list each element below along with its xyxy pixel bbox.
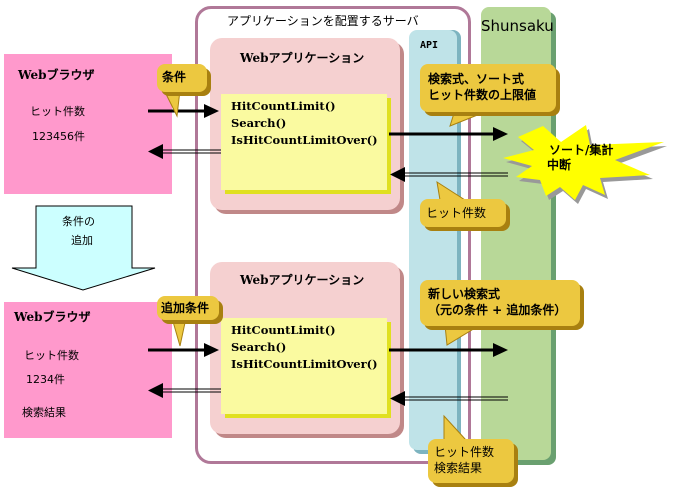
bottom-response-bubble-tail [443,414,468,441]
bottom-request-line1: 新しい検索式 [428,287,501,301]
add-condition-arrow [11,205,156,291]
top-request-line2: ヒット件数の上限値 [428,88,537,102]
top-request-arrow-browser-to-app [148,104,219,118]
interrupt-burst [503,125,664,200]
bottom-response-line1: ヒット件数 [434,445,495,459]
bottom-condition-bubble-tail [171,317,187,347]
method-search: Search() [231,340,287,354]
bottom-request-arrow-app-to-shunsaku [389,343,508,357]
top-browser-panel: Webブラウザ ヒット件数 123456件 [4,54,172,194]
top-response-text: ヒット件数 [426,206,487,220]
top-request-arrow-app-to-shunsaku [389,127,508,141]
method-ishitcountlimitover: IsHitCountLimitOver() [231,357,378,371]
top-request-bubble: 検索式、ソート式 ヒット件数の上限値 [420,64,556,112]
bottom-browser-title: Webブラウザ [14,310,91,324]
burst-line1: ソート/集計 [549,143,614,157]
top-webapp-title: Webアプリケーション [240,51,365,65]
top-response-bubble-tail [436,180,467,201]
method-hitcountlimit: HitCountLimit() [231,323,336,337]
bottom-request-arrow-browser-to-app [148,343,219,357]
bottom-condition-bubble: 追加条件 [157,296,219,320]
bottom-methods-box: HitCountLimit() Search() IsHitCountLimit… [221,318,387,414]
top-request-line1: 検索式、ソート式 [428,72,525,86]
bottom-hit-count: 1234件 [26,373,65,386]
bottom-webapp-title: Webアプリケーション [240,273,365,287]
transition-label-line2: 追加 [71,234,93,247]
bottom-results-label: 検索結果 [22,406,66,419]
method-search: Search() [231,116,287,130]
top-methods-box: HitCountLimit() Search() IsHitCountLimit… [221,94,387,190]
top-hit-label: ヒット件数 [30,105,85,118]
transition-label-line1: 条件の [62,215,95,228]
top-response-arrow-shunsaku-to-app [390,167,508,182]
server-title: アプリケーションを配置するサーバ [227,14,419,28]
burst-line2: 中断 [547,158,572,172]
top-response-bubble: ヒット件数 [420,199,506,227]
top-response-arrow-app-to-browser [148,144,221,159]
bottom-response-arrow-app-to-browser [148,383,221,398]
shunsaku-label: Shunsaku [481,17,554,35]
api-label: API [420,40,439,51]
bottom-hit-label: ヒット件数 [24,349,79,362]
bottom-browser-panel: Webブラウザ ヒット件数 1234件 検索結果 [4,302,172,438]
bottom-response-bubble: ヒット件数 検索結果 [428,439,514,483]
top-condition-bubble: 条件 [157,64,207,92]
bottom-response-line2: 検索結果 [434,461,483,475]
bottom-request-line2: （元の条件 + 追加条件） [428,303,567,317]
top-request-bubble-tail [449,109,491,127]
method-hitcountlimit: HitCountLimit() [231,99,336,113]
bottom-request-bubble-tail [444,324,482,346]
top-browser-title: Webブラウザ [18,68,95,82]
top-condition-text: 条件 [162,70,187,84]
bottom-request-bubble: 新しい検索式 （元の条件 + 追加条件） [420,280,580,326]
bottom-response-arrow-shunsaku-to-app [390,391,508,406]
top-hit-count: 123456件 [32,130,85,143]
bottom-condition-text: 追加条件 [161,301,210,315]
method-ishitcountlimitover: IsHitCountLimitOver() [231,133,378,147]
